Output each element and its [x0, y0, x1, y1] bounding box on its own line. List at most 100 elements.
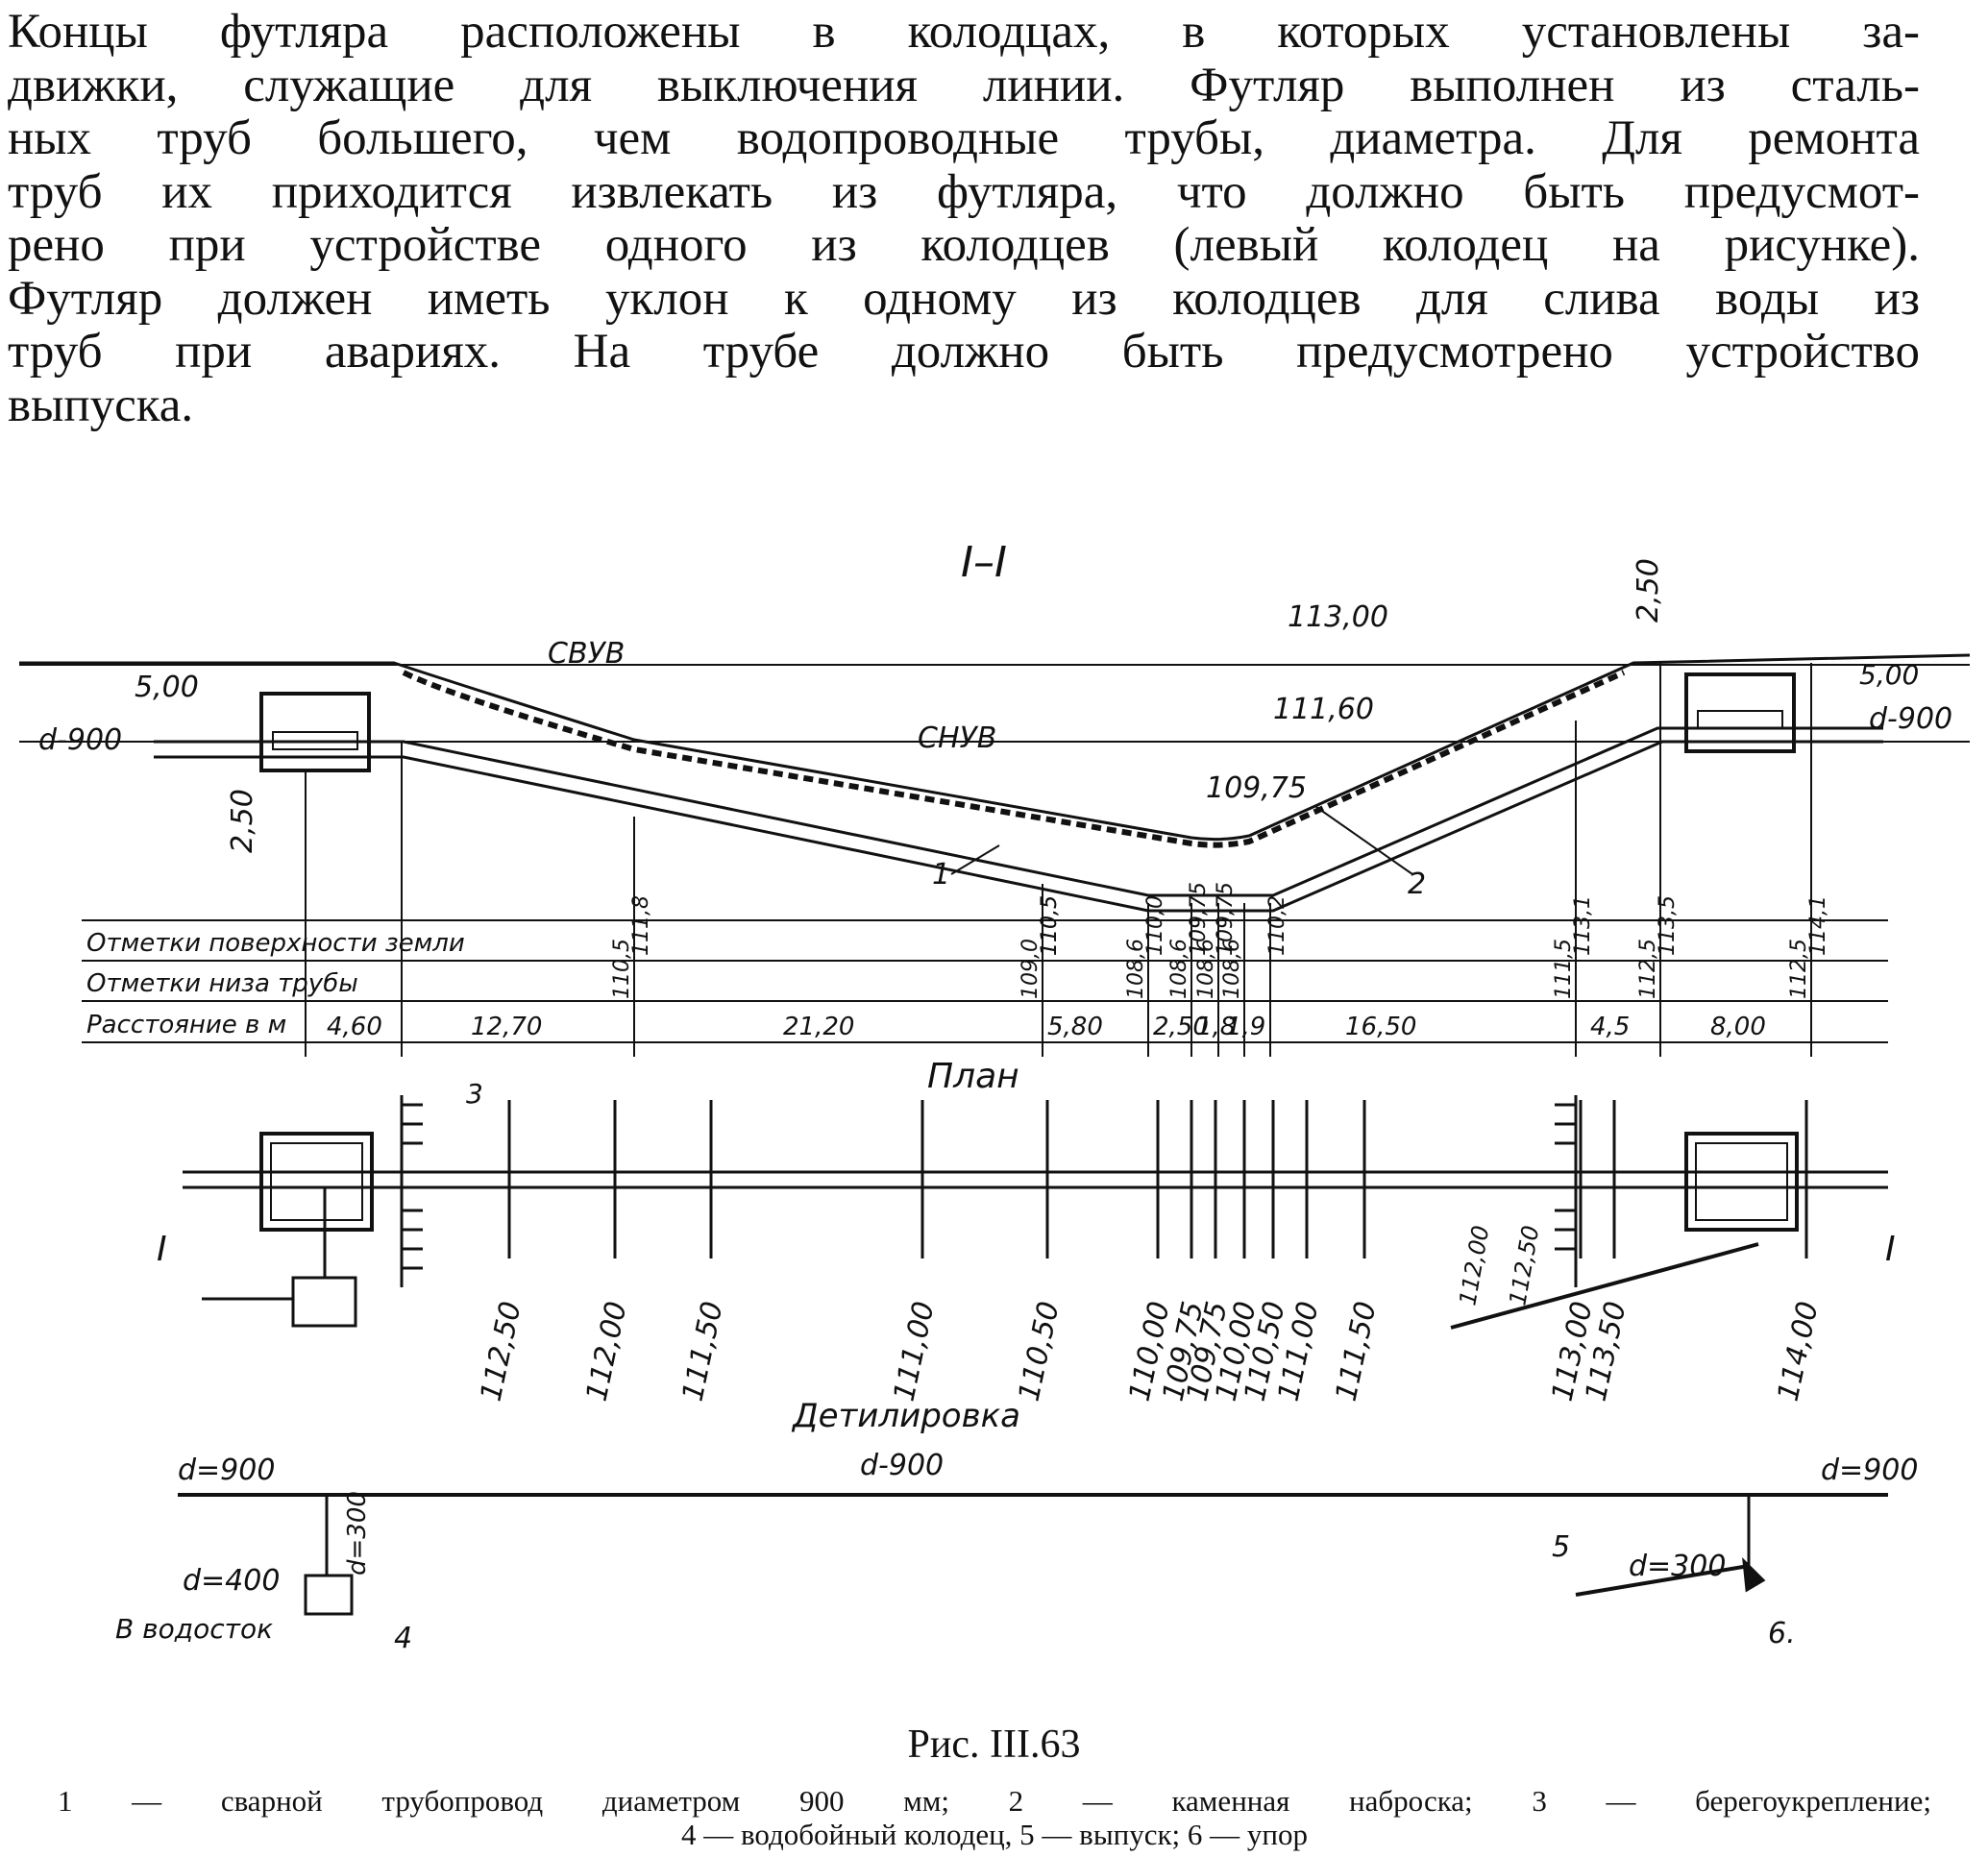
- pipe-top: [154, 726, 1883, 897]
- contour-label: 110,50: [1013, 1299, 1067, 1405]
- detail-d900-right: d=900: [1821, 1454, 1918, 1487]
- plan-left-well: [259, 1132, 374, 1232]
- detail-stilling-well: [304, 1574, 354, 1616]
- distance-value: 16,50: [1345, 1013, 1416, 1041]
- pipe-label-left: d-900: [38, 723, 122, 757]
- figure-legend-line-2: 4 — водобойный колодец, 5 — выпуск; 6 — …: [680, 1818, 1309, 1851]
- section-mark-right: I: [1885, 1230, 1896, 1269]
- row-label-distance: Расстояние в м: [86, 1011, 286, 1039]
- distance-value: 2,50: [1153, 1013, 1209, 1041]
- bank-protection-left: [400, 1095, 423, 1287]
- engineering-figure: I–I: [19, 538, 1971, 1655]
- dim-250-left: 2,50: [226, 789, 259, 853]
- slope-mark: 112,50: [1504, 1223, 1544, 1307]
- ground-mark: 113,1: [1571, 895, 1595, 956]
- detail-outlet-pipe: [1575, 1564, 1750, 1597]
- ground-mark: 110,5: [1038, 895, 1062, 956]
- elevation-113: 113,00: [1288, 600, 1388, 634]
- dim-500-right: 5,00: [1859, 659, 1919, 691]
- dim-250-right: 2,50: [1632, 558, 1665, 623]
- elevation-111: 111,60: [1273, 693, 1374, 726]
- ground-mark: 109,75: [1214, 882, 1238, 956]
- contour-label: 112,00: [580, 1299, 634, 1405]
- pipe-bottom-mark: 112,5: [1636, 939, 1660, 999]
- paragraph-line: труб их приходится извлекать из футляра,…: [8, 164, 1920, 219]
- callout-5: 5: [1552, 1530, 1570, 1564]
- bank-protection-right: [1555, 1095, 1578, 1287]
- detail-d400: d=400: [183, 1564, 280, 1598]
- paragraph-line: рено при устройстве одного из колодцев (…: [8, 218, 1920, 272]
- profile-table: [82, 919, 1888, 1043]
- pipe-bottom-mark: 108,6: [1124, 939, 1148, 999]
- row-label-ground: Отметки поверхности земли: [86, 929, 465, 958]
- pipe-bottom-mark: 108,6: [1220, 939, 1244, 999]
- detail-to-drain: В водосток: [115, 1613, 273, 1645]
- dim-500-left: 5,00: [135, 671, 199, 704]
- contour-label: 111,00: [888, 1299, 942, 1405]
- plan-stilling-well: [291, 1276, 357, 1328]
- contour-label: 112,50: [475, 1299, 528, 1405]
- right-well: [1684, 672, 1796, 753]
- left-well: [259, 692, 371, 772]
- contour-label: 111,50: [676, 1299, 730, 1405]
- label-svuv: СВУВ: [548, 637, 625, 671]
- ground-mark: 114,1: [1806, 895, 1830, 956]
- pipe-bottom-mark: 108,6: [1194, 939, 1218, 999]
- ground-mark: 113,5: [1656, 895, 1680, 956]
- stone-riprap: [402, 670, 1626, 848]
- pipe-label-right: d-900: [1869, 702, 1952, 736]
- ground-mark: 111,8: [629, 895, 653, 956]
- pipe-bottom-mark: 108,6: [1167, 939, 1191, 999]
- figure-caption-title: Рис. III.63: [907, 1723, 1081, 1767]
- pipe-bottom-mark: 111,5: [1552, 939, 1576, 999]
- ground-mark: 110,0: [1143, 895, 1167, 956]
- callout-4: 4: [394, 1622, 412, 1655]
- pipe-bottom-mark: 109,0: [1019, 939, 1043, 999]
- detail-label: Детилировка: [791, 1397, 1020, 1435]
- distance-value: 4,5: [1590, 1013, 1630, 1041]
- slope-mark: 112,00: [1454, 1223, 1494, 1307]
- contour-label: 114,00: [1772, 1299, 1826, 1405]
- section-label: I–I: [961, 538, 1007, 587]
- left-valve-set: [272, 731, 358, 750]
- ground-mark: 110,2: [1265, 895, 1289, 956]
- distance-value: 21,20: [783, 1013, 854, 1041]
- distance-value: 4,60: [327, 1013, 382, 1041]
- detail-d300-vertical: d=300: [343, 1491, 372, 1576]
- callout-3: 3: [466, 1078, 483, 1110]
- detail-support: [1742, 1556, 1766, 1593]
- contour-label: 111,50: [1330, 1299, 1384, 1405]
- detail-d300-outlet: d=300: [1629, 1550, 1726, 1583]
- section-mark-left: I: [157, 1230, 167, 1269]
- plan-right-well: [1684, 1132, 1799, 1232]
- callout-6: 6.: [1768, 1617, 1796, 1650]
- paragraph-line: труб при авариях. На трубе должно быть п…: [8, 325, 1920, 379]
- body-paragraph: Концы футляра расположены в колодцах, в …: [8, 5, 1920, 432]
- figure-legend-line-1: 1 — сварной трубопровод диаметром 900 мм…: [58, 1784, 1931, 1818]
- ground-mark: 110,5: [1038, 895, 1062, 956]
- elevation-109: 109,75: [1206, 771, 1307, 805]
- callout-1: 1: [932, 858, 950, 892]
- pipe-bottom-mark: 110,5: [610, 939, 634, 999]
- distance-value: 8,00: [1710, 1013, 1766, 1041]
- paragraph-line: движки, служащие для выключения линии. Ф…: [8, 58, 1920, 112]
- pipe-bottom: [154, 740, 1883, 913]
- paragraph-line: ных труб большего, чем водопроводные тру…: [8, 111, 1920, 165]
- callout-2: 2: [1408, 867, 1426, 901]
- detail-d900-left: d=900: [178, 1454, 275, 1487]
- paragraph-line: Концы футляра расположены в колодцах, в …: [8, 5, 1920, 59]
- right-valve-set: [1697, 710, 1783, 729]
- table-leaders: [305, 663, 1812, 1057]
- row-label-pipe-bottom: Отметки низа трубы: [86, 969, 358, 998]
- ground-mark: 109,75: [1187, 882, 1211, 956]
- detail-d900-center: d-900: [860, 1449, 944, 1482]
- paragraph-line: Футляр должен иметь уклон к одному из ко…: [8, 271, 1920, 326]
- riverbed-profile: [19, 653, 1971, 842]
- distance-value: 1,9: [1226, 1013, 1265, 1041]
- paragraph-line: выпуска.: [8, 378, 194, 432]
- plan-label: План: [927, 1057, 1019, 1096]
